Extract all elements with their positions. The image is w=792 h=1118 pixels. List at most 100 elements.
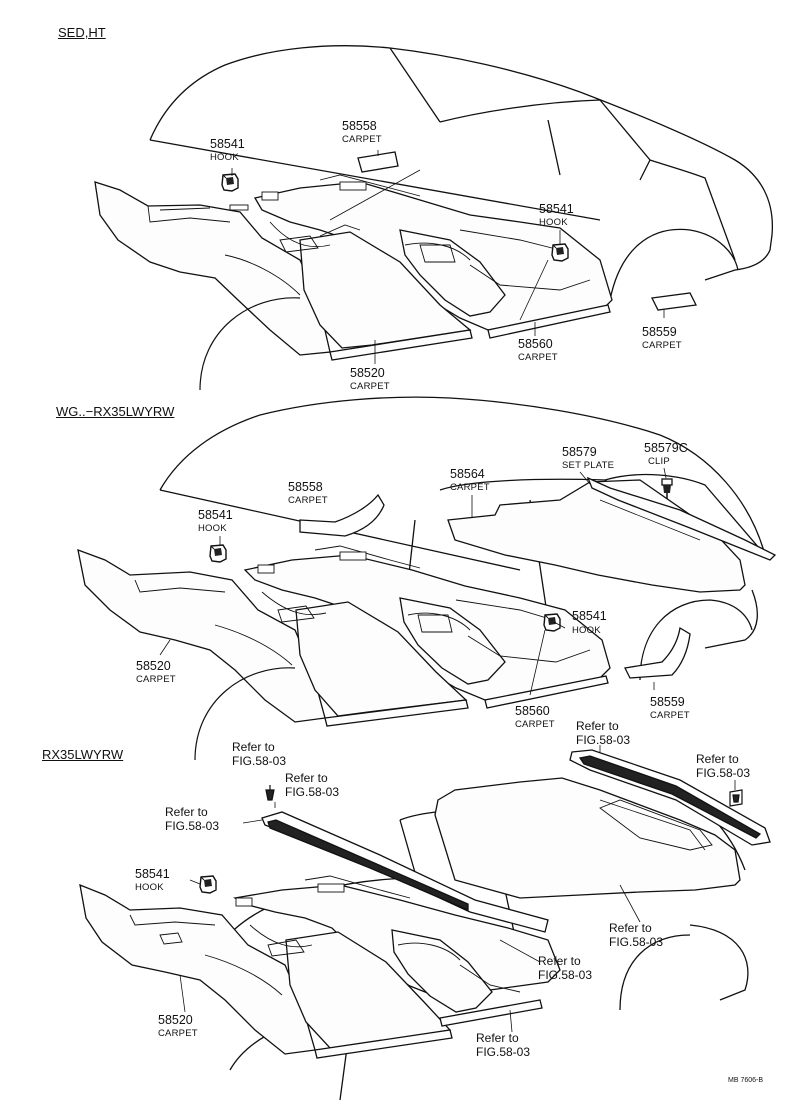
part-number: 58520 — [350, 366, 385, 380]
section-title-wg: WG..−RX35LWYRW — [56, 404, 175, 419]
callout-58541-hook: 58541 HOOK — [210, 138, 245, 162]
part-name: CARPET — [350, 380, 390, 392]
refer-line: Refer to — [232, 740, 275, 754]
refer-note: Refer to FIG.58-03 — [538, 955, 592, 981]
figure-reference: FIG.58-03 — [538, 968, 593, 982]
part-number: 58564 — [450, 467, 485, 481]
s2-58559-piece — [624, 626, 691, 679]
part-number: 58560 — [515, 704, 550, 718]
part-name: HOOK — [198, 522, 227, 534]
part-number: 58520 — [158, 1013, 193, 1027]
part-number: 58541 — [572, 609, 607, 623]
callout-58564-carpet: 58564 CARPET — [450, 468, 490, 492]
callout-58560-carpet: 58560 CARPET — [518, 338, 558, 362]
callout-58559-carpet: 58559 CARPET — [650, 696, 690, 720]
refer-line: Refer to — [165, 805, 208, 819]
s3-hook — [199, 875, 217, 894]
figure-reference: FIG.58-03 — [576, 733, 631, 747]
callout-58541-hook: 58541 HOOK — [572, 610, 607, 635]
figure-reference: FIG.58-03 — [609, 935, 664, 949]
part-number: 58559 — [650, 695, 685, 709]
callout-58541-hook: 58541 HOOK — [135, 868, 170, 892]
callout-58520-carpet: 58520 CARPET — [350, 367, 390, 391]
part-name: HOOK — [210, 151, 239, 163]
part-number: 58560 — [518, 337, 553, 351]
s2-hook-a — [209, 544, 227, 563]
refer-note: Refer to FIG.58-03 — [232, 741, 286, 767]
section2-floor-carpet — [77, 548, 611, 727]
refer-note: Refer to FIG.58-03 — [609, 922, 663, 948]
refer-line: Refer to — [576, 719, 619, 733]
callout-58558-carpet: 58558 CARPET — [288, 481, 328, 505]
figure-reference: FIG.58-03 — [476, 1045, 531, 1059]
callout-58520-carpet: 58520 CARPET — [158, 1014, 198, 1038]
s1-hook-b — [551, 243, 569, 262]
callout-58558-carpet: 58558 CARPET — [342, 120, 382, 144]
s2-hook-b — [543, 613, 561, 632]
drawing-code: MB 7606-B — [728, 1077, 764, 1084]
part-number: 58541 — [198, 508, 233, 522]
figure-reference: FIG.58-03 — [696, 766, 751, 780]
callout-58579c-clip: 58579C CLIP — [644, 442, 688, 466]
section-title-rx: RX35LWYRW — [42, 747, 124, 762]
part-name: CARPET — [158, 1027, 198, 1039]
callout-58541-hook: 58541 HOOK — [539, 203, 574, 227]
section1-carpet-details — [147, 174, 591, 296]
s1-hook-a — [221, 173, 239, 192]
part-number: 58579C — [644, 441, 688, 455]
callout-58560-carpet: 58560 CARPET — [515, 705, 555, 729]
refer-note: Refer to FIG.58-03 — [696, 753, 750, 779]
part-name: CARPET — [650, 709, 690, 721]
section3-leader-lines — [179, 745, 736, 1033]
section-title-sed: SED,HT — [58, 25, 106, 40]
section2-leader-lines — [159, 467, 667, 696]
figure-reference: FIG.58-03 — [285, 785, 340, 799]
part-number: 58541 — [539, 202, 574, 216]
section1-floor-carpet — [94, 181, 613, 361]
part-name: HOOK — [135, 881, 164, 893]
part-number: 58579 — [562, 445, 597, 459]
section1-car-outline — [149, 45, 774, 301]
refer-line: Refer to — [609, 921, 652, 935]
part-name: HOOK — [572, 624, 601, 636]
section3-sill-plates — [261, 749, 771, 933]
part-number: 58520 — [136, 659, 171, 673]
part-name: CARPET — [518, 351, 558, 363]
refer-line: Refer to — [538, 954, 581, 968]
refer-note: Refer to FIG.58-03 — [285, 772, 339, 798]
part-name: CARPET — [642, 339, 682, 351]
part-name: CARPET — [342, 133, 382, 145]
refer-note: Refer to FIG.58-03 — [576, 720, 630, 746]
part-number: 58559 — [642, 325, 677, 339]
refer-line: Refer to — [696, 752, 739, 766]
part-name: CARPET — [450, 481, 490, 493]
section1-leader-lines — [231, 150, 665, 364]
part-number: 58558 — [342, 119, 377, 133]
callout-58559-carpet: 58559 CARPET — [642, 326, 682, 350]
part-name: CLIP — [648, 455, 670, 467]
s2-58558-piece — [299, 493, 385, 537]
refer-line: Refer to — [285, 771, 328, 785]
refer-note: Refer to FIG.58-03 — [476, 1032, 530, 1058]
section3-carpet-details — [129, 875, 521, 996]
refer-line: Refer to — [476, 1031, 519, 1045]
callout-58579-set-plate: 58579 SET PLATE — [562, 446, 614, 470]
section2-cargo-carpet — [447, 476, 777, 593]
part-name: CARPET — [136, 673, 176, 685]
s1-58559-piece — [651, 292, 697, 311]
part-name: CARPET — [515, 718, 555, 730]
section3-floor-carpet — [79, 883, 561, 1059]
section3-cargo-carpet — [434, 777, 741, 899]
section2-carpet-details — [134, 545, 591, 666]
part-number: 58541 — [210, 137, 245, 151]
part-number: 58541 — [135, 867, 170, 881]
part-name: HOOK — [539, 216, 568, 228]
figure-reference: FIG.58-03 — [165, 819, 220, 833]
figure-reference: FIG.58-03 — [232, 754, 287, 768]
callout-58520-carpet: 58520 CARPET — [136, 660, 176, 684]
callout-58541-hook: 58541 HOOK — [198, 509, 233, 533]
part-name: SET PLATE — [562, 459, 615, 471]
refer-note: Refer to FIG.58-03 — [165, 806, 219, 832]
part-name: CARPET — [288, 494, 328, 506]
